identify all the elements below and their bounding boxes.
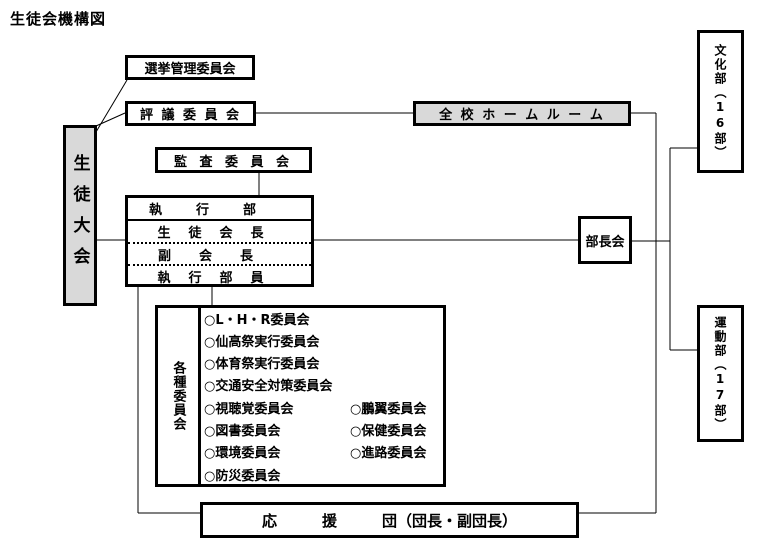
homeroom-label: 全 校 ホ ー ム ル ー ム — [439, 108, 605, 123]
council-committee-label: 評 議 委 員 会 — [139, 108, 242, 123]
committee-item: ○図書委員会 — [204, 424, 281, 439]
executive-header: 執行部 — [128, 198, 311, 221]
committee-item: ○L・H・R委員会 — [204, 313, 310, 328]
audit-committee-box: 監 査 委 員 会 — [155, 147, 312, 173]
committee-item: ○体育祭実行委員会 — [204, 357, 320, 372]
committee-item: ○保健委員会 — [350, 424, 427, 439]
sports-clubs-label: 運動部（17部） — [713, 315, 727, 432]
assembly-election-line — [95, 79, 128, 133]
student-assembly-box: 生徒大会 — [63, 125, 97, 306]
cheer-squad-label: 応 援 団（団長・副団長） — [261, 511, 517, 530]
executive-row-vice-president: 副会長 — [128, 242, 311, 265]
chart-title: 生徒会機構図 — [10, 10, 107, 28]
committees-box: 各種委員会 ○L・H・R委員会 ○仙高祭実行委員会 ○体育祭実行委員会 ○交通安… — [155, 305, 446, 487]
vice-president-label: 副会長 — [157, 249, 281, 264]
executive-row-members: 執行部員 — [128, 264, 311, 287]
committee-item: ○進路委員会 — [350, 446, 427, 461]
executive-row-president: 生徒会長 — [128, 221, 311, 242]
committee-item: ○交通安全対策委員会 — [204, 379, 333, 394]
dept-heads-box: 部長会 — [578, 216, 632, 264]
election-committee-label: 選挙管理委員会 — [144, 62, 236, 77]
audit-committee-label: 監 査 委 員 会 — [173, 154, 294, 170]
student-assembly-label: 生徒大会 — [69, 153, 90, 278]
committee-item: ○環境委員会 — [204, 446, 281, 461]
committee-item: ○視聴覚委員会 — [204, 402, 294, 417]
culture-clubs-label: 文化部（16部） — [713, 43, 727, 160]
committee-item: ○防災委員会 — [204, 469, 281, 484]
executive-header-label: 執行部 — [148, 203, 290, 218]
committee-item: ○鵬翼委員会 — [350, 402, 427, 417]
committees-label: 各種委員会 — [170, 361, 186, 431]
dept-heads-label: 部長会 — [585, 234, 625, 250]
committees-label-cell: 各種委員会 — [158, 308, 201, 484]
executive-box: 執行部 生徒会長 副会長 執行部員 — [125, 195, 314, 287]
executive-members-label: 執行部員 — [157, 271, 282, 286]
homeroom-box: 全 校 ホ ー ム ル ー ム — [413, 101, 631, 126]
sports-clubs-box: 運動部（17部） — [697, 305, 744, 442]
culture-clubs-box: 文化部（16部） — [697, 30, 744, 173]
cheer-squad-box: 応 援 団（団長・副団長） — [200, 502, 579, 538]
election-committee-box: 選挙管理委員会 — [125, 55, 255, 80]
president-label: 生徒会長 — [157, 226, 282, 241]
council-committee-box: 評 議 委 員 会 — [125, 101, 256, 126]
committee-item: ○仙高祭実行委員会 — [204, 335, 320, 350]
